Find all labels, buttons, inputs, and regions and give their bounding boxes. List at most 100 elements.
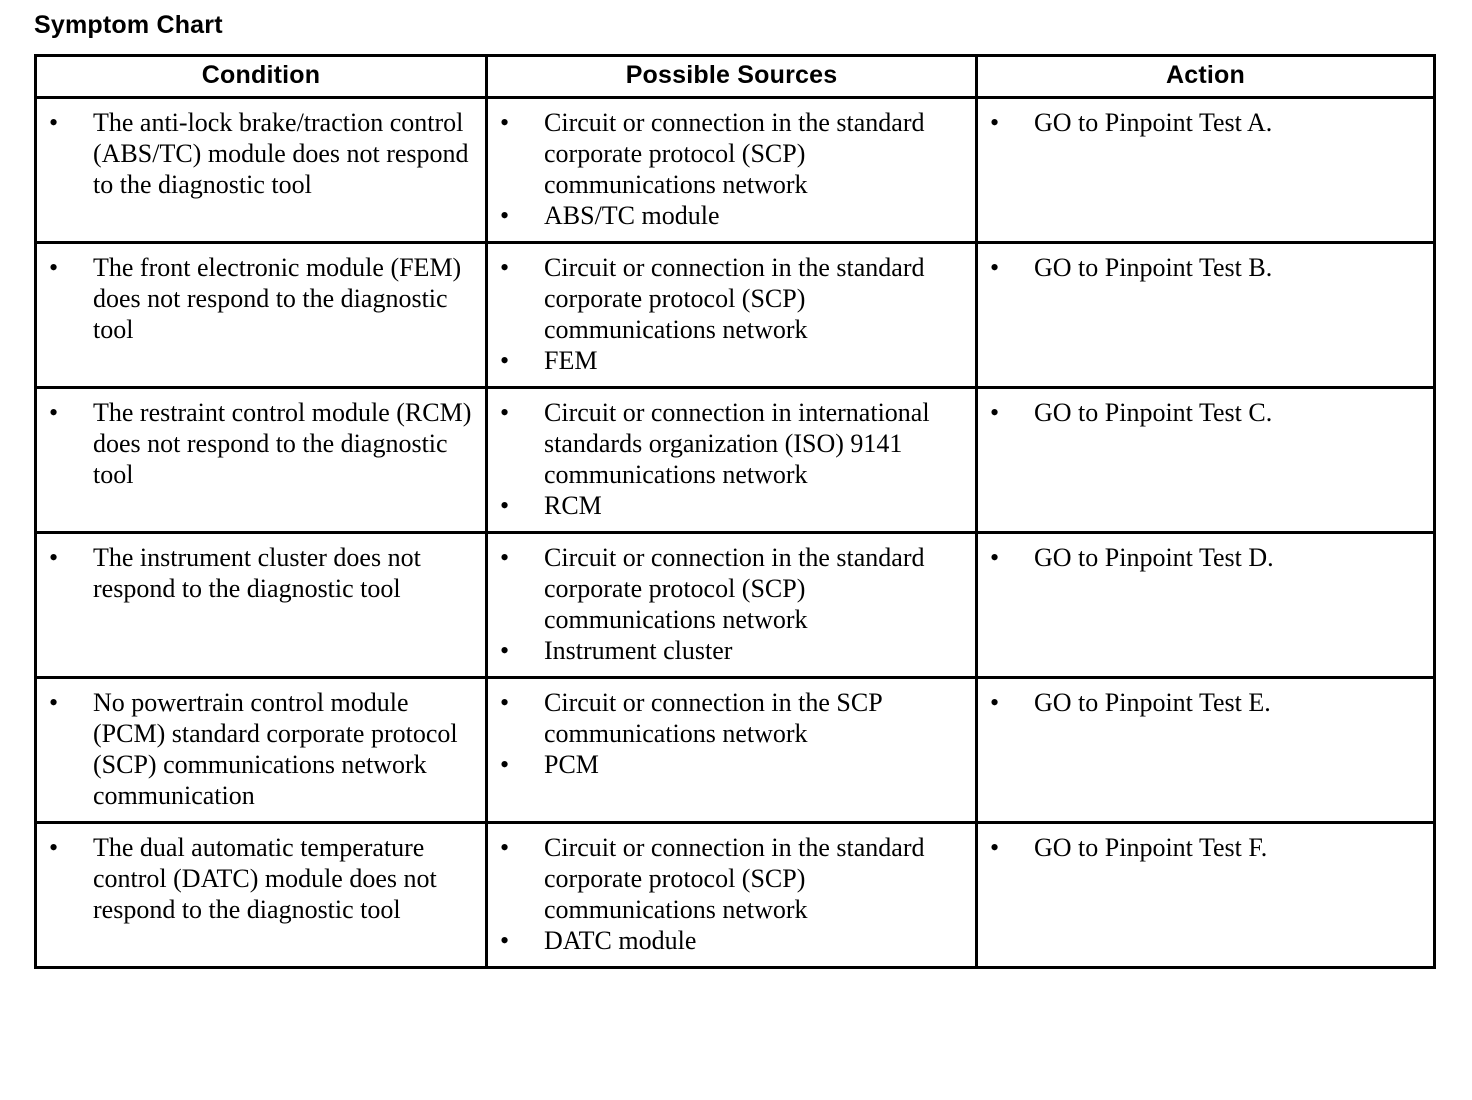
cell-action: • GO to Pinpoint Test B. xyxy=(975,241,1436,389)
list-item: • The anti-lock brake/traction control (A… xyxy=(37,107,475,200)
bullet-icon: • xyxy=(500,636,510,665)
bullet-icon: • xyxy=(49,833,59,862)
list-item: •The restraint control module (RCM) does… xyxy=(37,397,475,490)
cell-condition: •No powertrain control module (PCM) stan… xyxy=(34,676,488,824)
list-item-label: RCM xyxy=(544,491,602,520)
cell-content: •GO to Pinpoint Test A. xyxy=(978,99,1433,148)
bullet-icon: • xyxy=(500,750,510,779)
bullet-icon: • xyxy=(49,253,59,282)
bullet-icon: • xyxy=(49,398,59,427)
list-item-label: ABS/TC module xyxy=(544,201,720,230)
bullet-icon: • xyxy=(990,253,1000,282)
list-item-label: DATC module xyxy=(544,926,697,955)
bullet-icon: • xyxy=(500,688,510,717)
list-item-label: FEM xyxy=(544,346,598,375)
cell-possible-sources: • Circuit or connection in the standard c… xyxy=(485,241,978,389)
bullet-list: • GO to Pinpoint Test F. xyxy=(978,832,1423,863)
cell-action: •GO to Pinpoint Test E. xyxy=(975,676,1436,824)
cell-condition: •The dual automatic temperature control … xyxy=(34,821,488,969)
list-item-label: Circuit or connection in the standard co… xyxy=(544,833,925,924)
list-item: •GO to Pinpoint Test E. xyxy=(978,687,1423,718)
bullet-list: • Circuit or connection in the standard c… xyxy=(488,252,965,376)
cell-content: • Circuit or connection in the standard c… xyxy=(488,534,975,676)
cell-action: • GO to Pinpoint Test D. xyxy=(975,531,1436,679)
cell-possible-sources: • Circuit or connection in the standard c… xyxy=(485,531,978,679)
column-header-condition: Condition xyxy=(34,54,488,99)
cell-action: •GO to Pinpoint Test A. xyxy=(975,96,1436,244)
cell-content: • GO to Pinpoint Test C. xyxy=(978,389,1433,438)
bullet-icon: • xyxy=(500,108,510,137)
list-item: • Circuit or connection in the standard c… xyxy=(488,252,965,345)
list-item: • The front electronic module (FEM) does … xyxy=(37,252,475,345)
list-item-label: Circuit or connection in the SCP communi… xyxy=(544,688,882,748)
cell-condition: • The anti-lock brake/traction control (A… xyxy=(34,96,488,244)
bullet-icon: • xyxy=(500,398,510,427)
table-header-row: Condition Possible Sources Action xyxy=(34,54,1436,99)
bullet-icon: • xyxy=(990,108,1000,137)
list-item-label: Circuit or connection in the standard co… xyxy=(544,108,925,199)
list-item-label: Circuit or connection in the standard co… xyxy=(544,543,925,634)
bullet-list: • Circuit or connection in the standard c… xyxy=(488,542,965,666)
cell-content: • Circuit or connection in the standard c… xyxy=(488,244,975,386)
bullet-list: • Circuit or connection in the SCP commun… xyxy=(488,687,965,780)
list-item-label: Circuit or connection in the standard co… xyxy=(544,253,925,344)
list-item-label: GO to Pinpoint Test D. xyxy=(1034,543,1274,572)
bullet-icon: • xyxy=(990,833,1000,862)
bullet-icon: • xyxy=(49,688,59,717)
bullet-list: • Circuit or connection in the standard c… xyxy=(488,107,965,231)
bullet-list: • The front electronic module (FEM) does … xyxy=(37,252,475,345)
cell-content: •The dual automatic temperature control … xyxy=(37,824,485,935)
list-item-label: GO to Pinpoint Test B. xyxy=(1034,253,1273,282)
cell-content: • Circuit or connection in international … xyxy=(488,389,975,531)
bullet-icon: • xyxy=(990,398,1000,427)
bullet-icon: • xyxy=(500,253,510,282)
list-item-label: GO to Pinpoint Test F. xyxy=(1034,833,1268,862)
symptom-chart-table: Condition Possible Sources Action • The a… xyxy=(34,54,1436,969)
bullet-icon: • xyxy=(49,108,59,137)
list-item: •Instrument cluster xyxy=(488,635,965,666)
bullet-icon: • xyxy=(500,833,510,862)
column-header-action: Action xyxy=(975,54,1436,99)
cell-possible-sources: • Circuit or connection in international … xyxy=(485,386,978,534)
cell-content: • Circuit or connection in the SCP commun… xyxy=(488,679,975,790)
table-row: • The instrument cluster does not respond… xyxy=(34,531,1436,679)
list-item-label: The front electronic module (FEM) does n… xyxy=(93,253,462,344)
bullet-icon: • xyxy=(990,543,1000,572)
cell-condition: • The front electronic module (FEM) does … xyxy=(34,241,488,389)
list-item: • Circuit or connection in the standard c… xyxy=(488,832,965,925)
list-item: • GO to Pinpoint Test C. xyxy=(978,397,1423,428)
list-item: •Circuit or connection in the standard c… xyxy=(488,542,965,635)
bullet-list: •GO to Pinpoint Test E. xyxy=(978,687,1423,718)
cell-content: • GO to Pinpoint Test D. xyxy=(978,534,1433,583)
list-item: • Circuit or connection in international … xyxy=(488,397,965,490)
bullet-icon: • xyxy=(500,201,510,230)
list-item: •FEM xyxy=(488,345,965,376)
cell-content: • GO to Pinpoint Test F. xyxy=(978,824,1433,873)
list-item-label: Circuit or connection in international s… xyxy=(544,398,930,489)
bullet-list: • GO to Pinpoint Test B. xyxy=(978,252,1423,283)
cell-possible-sources: • Circuit or connection in the SCP commun… xyxy=(485,676,978,824)
cell-content: • Circuit or connection in the standard c… xyxy=(488,99,975,241)
page-title: Symptom Chart xyxy=(34,11,223,39)
cell-content: • The anti-lock brake/traction control (A… xyxy=(37,99,485,210)
cell-action: • GO to Pinpoint Test C. xyxy=(975,386,1436,534)
bullet-list: •The restraint control module (RCM) does… xyxy=(37,397,475,490)
list-item: •The instrument cluster does not respond… xyxy=(37,542,475,604)
list-item: •RCM xyxy=(488,490,965,521)
bullet-list: •The dual automatic temperature control … xyxy=(37,832,475,925)
list-item-label: The anti-lock brake/traction control (AB… xyxy=(93,108,469,199)
list-item-label: GO to Pinpoint Test E. xyxy=(1034,688,1271,717)
list-item: • GO to Pinpoint Test B. xyxy=(978,252,1423,283)
list-item: • Circuit or connection in the SCP commun… xyxy=(488,687,965,749)
list-item: • GO to Pinpoint Test F. xyxy=(978,832,1423,863)
table-row: •The restraint control module (RCM) does… xyxy=(34,386,1436,534)
bullet-list: •The instrument cluster does not respond… xyxy=(37,542,475,604)
cell-possible-sources: • Circuit or connection in the standard c… xyxy=(485,96,978,244)
list-item-label: GO to Pinpoint Test C. xyxy=(1034,398,1273,427)
cell-content: • Circuit or connection in the standard c… xyxy=(488,824,975,966)
table-row: • The anti-lock brake/traction control (A… xyxy=(34,96,1436,244)
list-item-label: The instrument cluster does not respond … xyxy=(93,543,421,603)
list-item: • GO to Pinpoint Test D. xyxy=(978,542,1423,573)
cell-content: •The restraint control module (RCM) does… xyxy=(37,389,485,500)
